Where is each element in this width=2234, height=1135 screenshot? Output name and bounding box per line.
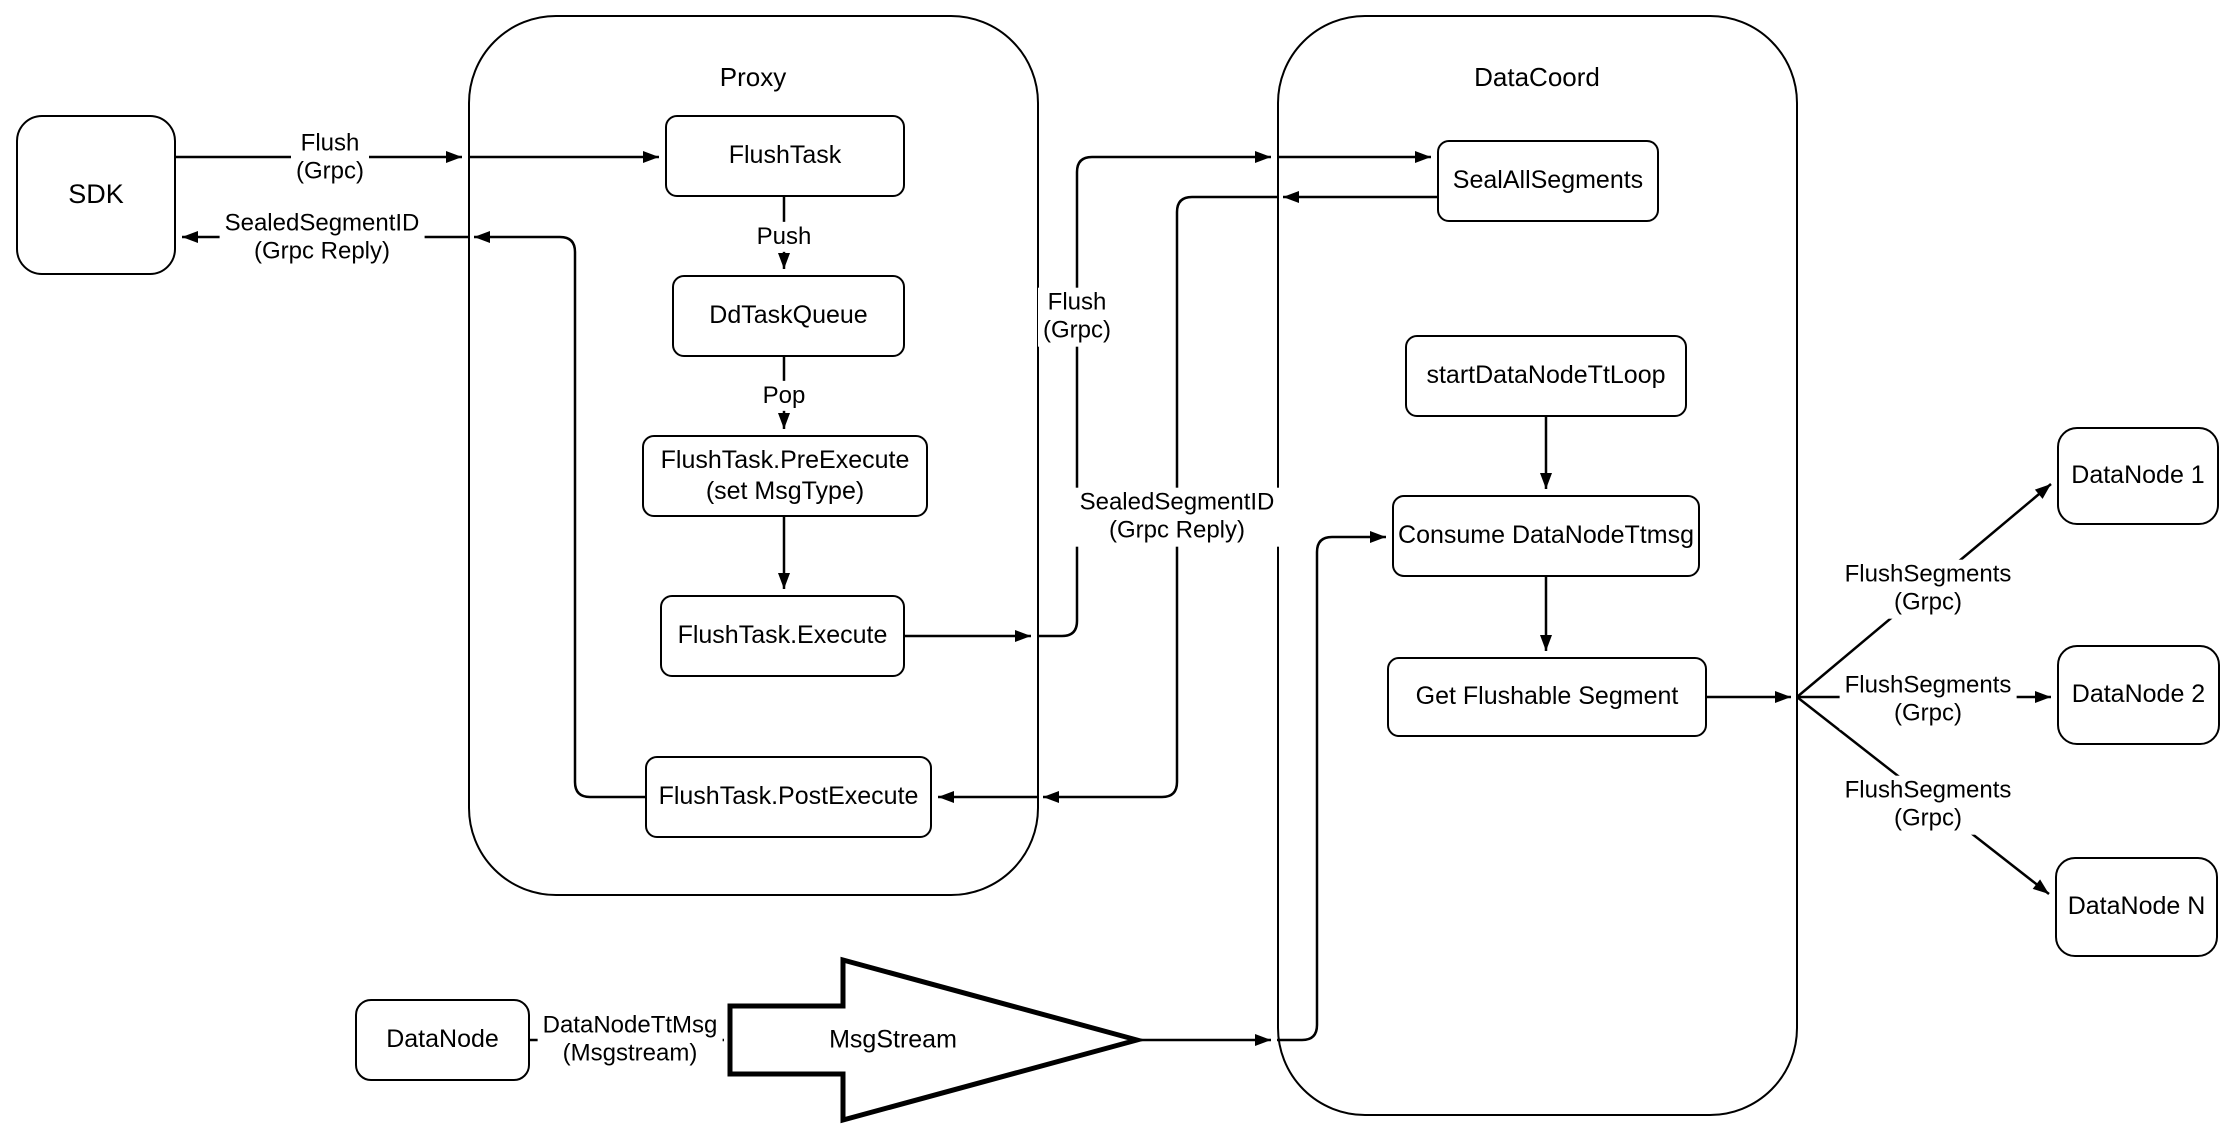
edge-label-sealedsegmentid-datacoord: SealedSegmentID (Grpc Reply) [1074, 487, 1280, 547]
node-datanode-label: DataNode [386, 1025, 499, 1054]
node-postexecute-label: FlushTask.PostExecute [658, 782, 919, 811]
edge-label-push: Push [751, 221, 817, 253]
container-proxy-title: Proxy [719, 62, 787, 92]
edge-label-flush-grpc-sdk: Flush (Grpc) [291, 128, 369, 188]
container-datacoord-title: DataCoord [1474, 62, 1600, 92]
node-startdatanodettloop-label: startDataNodeTtLoop [1426, 361, 1666, 390]
edge-label-sealedsegmentid-sdk: SealedSegmentID (Grpc Reply) [219, 208, 425, 268]
edge-datacoordborder-to-consume [1277, 531, 1386, 1042]
node-datanoden-label: DataNode N [2067, 892, 2206, 921]
node-execute-label: FlushTask.Execute [677, 621, 888, 650]
edge-label-pop: Pop [757, 380, 811, 412]
node-ddtaskqueue-label: DdTaskQueue [709, 301, 868, 330]
node-flushtask: FlushTask [665, 115, 905, 197]
node-startdatanodettloop: startDataNodeTtLoop [1405, 335, 1687, 417]
edge-label-flushsegments-3: FlushSegments (Grpc) [1839, 775, 2017, 835]
node-datanode1-label: DataNode 1 [2071, 461, 2205, 490]
node-execute: FlushTask.Execute [660, 595, 905, 677]
edge-label-flush-grpc-datacoord: Flush (Grpc) [1038, 287, 1116, 347]
node-consumedatanodettmsg: Consume DataNodeTtmsg [1392, 495, 1700, 577]
container-proxy [468, 15, 1039, 896]
node-sdk-label: SDK [68, 179, 124, 210]
node-preexecute-label: FlushTask.PreExecute (set MsgType) [660, 445, 910, 505]
container-datacoord [1277, 15, 1798, 1116]
node-ddtaskqueue: DdTaskQueue [672, 275, 905, 357]
node-sealallsegments-label: SealAllSegments [1452, 166, 1644, 195]
edge-label-flushsegments-2: FlushSegments (Grpc) [1839, 670, 2017, 730]
node-flushtask-label: FlushTask [728, 141, 842, 170]
node-datanode2-label: DataNode 2 [2071, 680, 2206, 709]
edge-proxyborder-to-datacoord [1037, 151, 1271, 638]
node-preexecute: FlushTask.PreExecute (set MsgType) [642, 435, 928, 517]
edge-postexecute-to-proxyborder [474, 231, 645, 799]
node-postexecute: FlushTask.PostExecute [645, 756, 932, 838]
node-datanode: DataNode [355, 999, 530, 1081]
node-datanode2: DataNode 2 [2057, 645, 2220, 745]
node-sdk: SDK [16, 115, 176, 275]
node-datanode1: DataNode 1 [2057, 427, 2219, 525]
node-getflushablesegment-label: Get Flushable Segment [1415, 682, 1679, 711]
node-consumedatanodettmsg-label: Consume DataNodeTtmsg [1398, 521, 1694, 550]
msgstream-shape-label: MsgStream [829, 1025, 957, 1054]
node-sealallsegments: SealAllSegments [1437, 140, 1659, 222]
edge-label-flushsegments-1: FlushSegments (Grpc) [1839, 559, 2017, 619]
msgstream-arrow-shape [727, 956, 1147, 1124]
node-datanoden: DataNode N [2055, 857, 2218, 957]
edge-label-datanodettmsg: DataNodeTtMsg (Msgstream) [537, 1010, 723, 1070]
node-getflushablesegment: Get Flushable Segment [1387, 657, 1707, 737]
